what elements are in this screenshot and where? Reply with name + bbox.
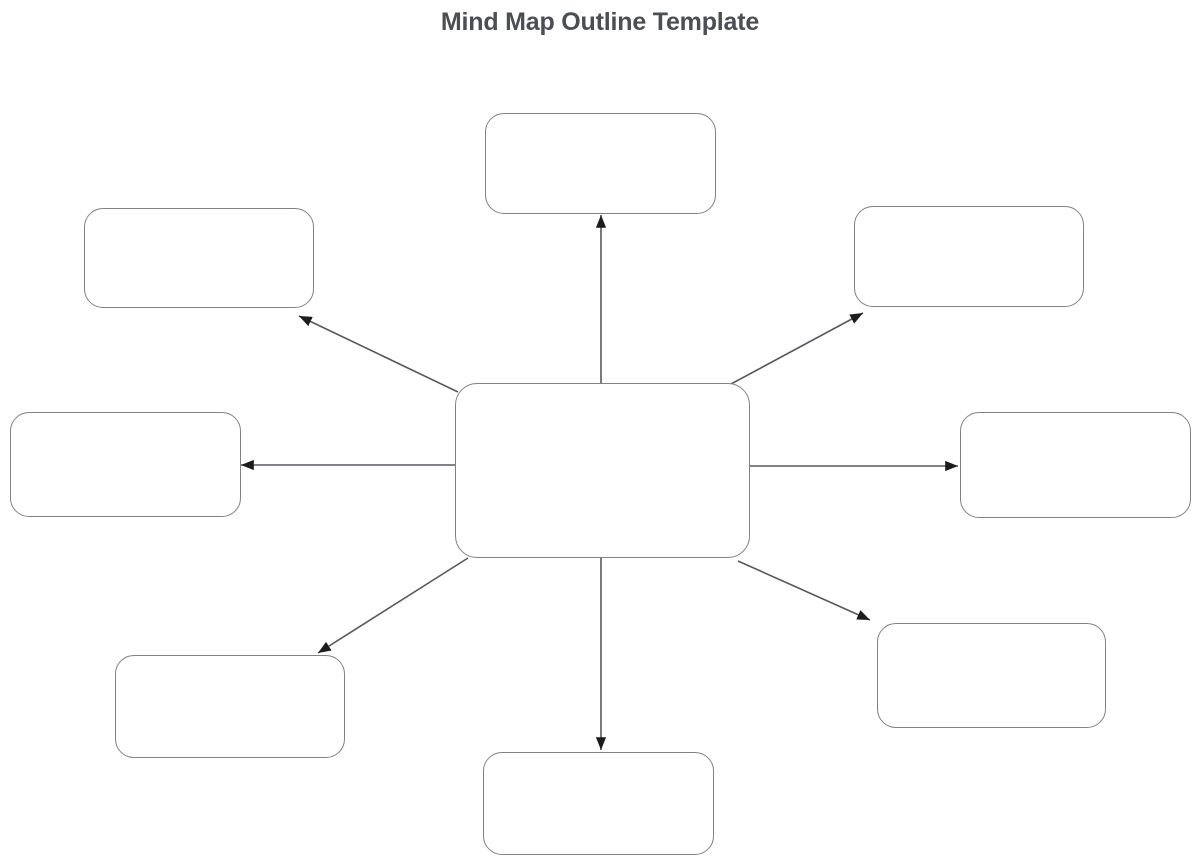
branch-top[interactable]	[485, 113, 716, 214]
branch-right[interactable]	[960, 412, 1191, 518]
branch-top-right[interactable]	[854, 206, 1084, 307]
connector-top-right	[730, 312, 864, 385]
branch-bottom[interactable]	[483, 752, 714, 855]
branch-left[interactable]	[10, 412, 241, 517]
central-node[interactable]	[455, 383, 750, 558]
branch-bottom-right[interactable]	[877, 623, 1106, 728]
branch-bottom-left[interactable]	[115, 655, 345, 758]
connector-bottom-left	[317, 557, 469, 654]
branch-top-left[interactable]	[84, 208, 314, 308]
connector-top-left	[298, 315, 459, 393]
connector-bottom-right	[737, 560, 871, 621]
page-title: Mind Map Outline Template	[440, 8, 760, 36]
